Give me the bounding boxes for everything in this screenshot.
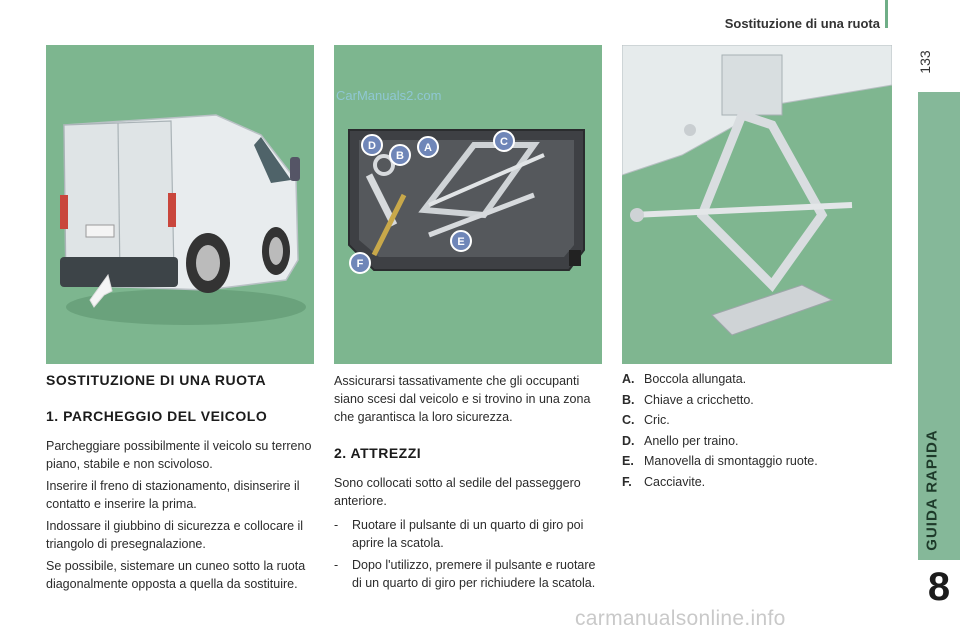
column-1: 1. PARCHEGGIO DEL VEICOLO Parcheggiare p…: [46, 407, 318, 597]
callout-e: E: [457, 236, 464, 248]
list-item: - Dopo l'utilizzo, premere il pulsante e…: [334, 558, 596, 590]
tool-kit-illustration: D B A C E F: [334, 45, 602, 364]
chapter-side-tab: [918, 92, 960, 560]
page-number: 133: [917, 50, 933, 74]
callout-markers: D B A C E F: [349, 130, 515, 274]
section-1-paragraph: Se possibile, sistemare un cuneo sotto l…: [46, 559, 306, 591]
callout-b: B: [396, 150, 404, 162]
figure-jack: [622, 45, 892, 364]
section-1-paragraph: Parcheggiare possibilmente il veicolo su…: [46, 439, 312, 471]
section-1-paragraph: Inserire il freno di stazionamento, disi…: [46, 479, 300, 511]
legend-item: E.Manovella di smontaggio ruote.: [622, 454, 818, 468]
section-2-text: Sono collocati sotto al sedile del passe…: [334, 476, 581, 508]
callout-a: A: [424, 142, 432, 154]
tool-legend: A.Boccola allungata. B.Chiave a cricchet…: [622, 370, 892, 493]
page-header-title: Sostituzione di una ruota: [724, 16, 880, 31]
figure-van-parking: [46, 45, 314, 364]
section-2-title: 2. ATTREZZI: [334, 445, 422, 461]
callout-d: D: [368, 140, 376, 152]
list-item: - Ruotare il pulsante di un quarto di gi…: [334, 518, 584, 550]
watermark-top: CarManuals2.com: [336, 88, 442, 103]
section-1-paragraph: Indossare il giubbino di sicurezza e col…: [46, 519, 304, 551]
section-main-title: SOSTITUZIONE DI UNA RUOTA: [46, 372, 267, 388]
van-illustration: [46, 45, 314, 364]
safety-intro: Assicurarsi tassativamente che gli occup…: [334, 374, 591, 424]
footer-watermark: carmanualsonline.info: [575, 607, 786, 630]
legend-item: F.Cacciavite.: [622, 474, 706, 489]
legend-item: C.Cric.: [622, 413, 670, 427]
legend-item: B.Chiave a cricchetto.: [622, 392, 754, 407]
header-divider: [885, 0, 888, 28]
column-2: Assicurarsi tassativamente che gli occup…: [334, 372, 606, 596]
callout-c: C: [500, 136, 508, 148]
figure-tool-kit: D B A C E F: [334, 45, 602, 364]
section-1-title: 1. PARCHEGGIO DEL VEICOLO: [46, 408, 268, 424]
legend-item: A.Boccola allungata.: [622, 372, 747, 386]
jack-illustration: [622, 45, 892, 364]
legend-item: D.Anello per traino.: [622, 433, 739, 448]
chapter-number: 8: [927, 565, 951, 609]
chapter-side-label: GUIDA RAPIDA: [923, 429, 941, 551]
callout-f: F: [357, 258, 364, 270]
